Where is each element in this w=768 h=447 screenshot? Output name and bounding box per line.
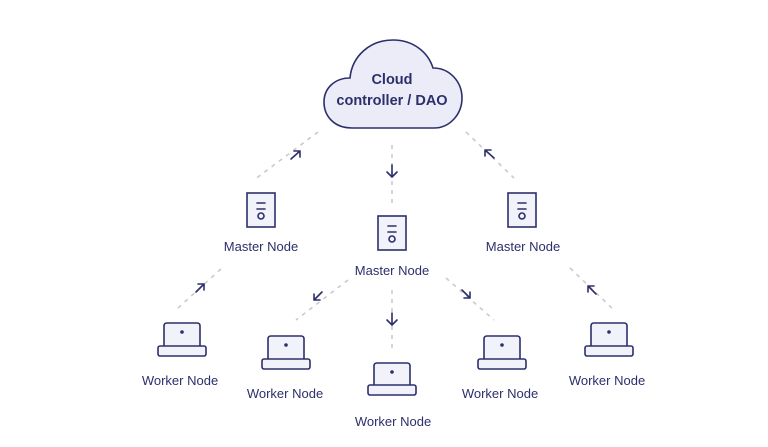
connector-worker-5-to-master-right <box>569 267 615 311</box>
arrow-up-left-icon <box>587 285 597 295</box>
worker-node-label: Worker Node <box>355 414 431 429</box>
worker-node-3: Worker Node <box>355 362 431 429</box>
worker-node-label: Worker Node <box>569 373 645 388</box>
connector-master-center-to-worker-3 <box>386 290 398 352</box>
cloud-title: Cloud <box>371 72 412 88</box>
laptop-icon <box>477 335 527 370</box>
worker-node-5: Worker Node <box>569 322 645 388</box>
cloud-controller-node: Cloud controller / DAO <box>323 39 463 129</box>
worker-node-label: Worker Node <box>247 386 323 401</box>
laptop-icon <box>261 335 311 370</box>
worker-node-2: Worker Node <box>247 335 323 401</box>
laptop-icon <box>367 362 417 396</box>
arrow-down-icon <box>386 312 398 326</box>
master-node-right: Master Node <box>486 192 560 254</box>
connector-worker-1-to-master-left <box>177 267 223 309</box>
server-icon <box>377 215 407 251</box>
master-node-center: Master Node <box>355 215 429 278</box>
cloud-icon <box>323 39 463 129</box>
connector-cloud-to-master-center <box>386 145 398 205</box>
laptop-icon <box>584 322 634 357</box>
connector-master-right-to-cloud <box>465 131 515 179</box>
connector-master-left-to-cloud <box>253 131 319 181</box>
worker-node-label: Worker Node <box>462 386 538 401</box>
worker-node-1: Worker Node <box>142 322 218 388</box>
arrow-down-icon <box>386 164 398 178</box>
cloud-subtitle: controller / DAO <box>336 93 447 109</box>
connector-master-center-to-worker-2 <box>295 279 349 321</box>
master-node-label: Master Node <box>355 263 429 278</box>
laptop-icon <box>157 322 207 357</box>
server-icon <box>507 192 537 228</box>
master-node-left: Master Node <box>224 192 298 254</box>
master-node-label: Master Node <box>224 239 298 254</box>
arrow-down-right-icon <box>461 289 471 299</box>
worker-node-label: Worker Node <box>142 373 218 388</box>
worker-node-4: Worker Node <box>462 335 538 401</box>
connector-master-center-to-worker-4 <box>445 277 495 321</box>
master-node-label: Master Node <box>486 239 560 254</box>
arrow-up-right-icon <box>290 150 301 160</box>
arrow-up-left-icon <box>484 149 495 159</box>
arrow-up-right-icon <box>195 283 205 293</box>
arrow-down-left-icon <box>313 291 323 301</box>
server-icon <box>246 192 276 228</box>
